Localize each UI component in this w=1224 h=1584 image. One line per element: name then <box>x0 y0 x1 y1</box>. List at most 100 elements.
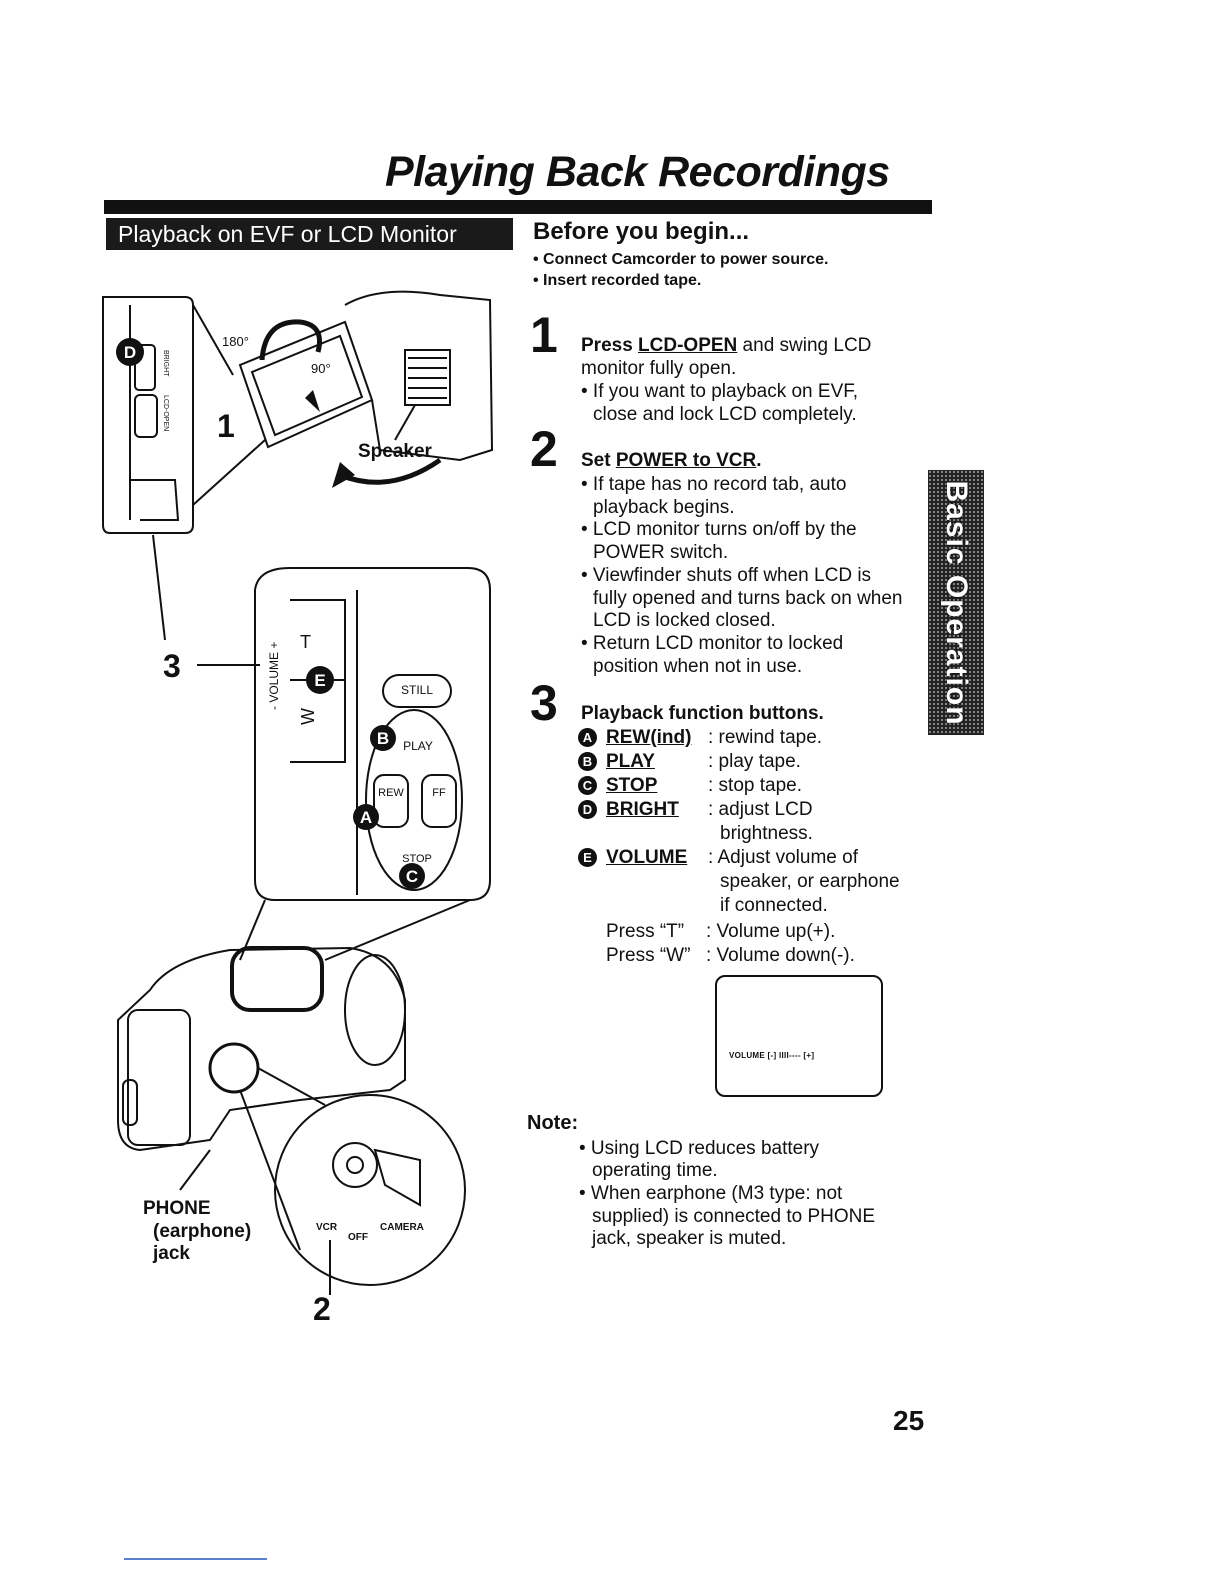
before-heading: Before you begin... <box>533 218 750 245</box>
step-heading: Playback function buttons. <box>581 703 824 724</box>
function-name: PLAY <box>606 751 655 772</box>
power-switch-highlight <box>208 1042 260 1094</box>
side-tab-label: Basic Operation <box>940 479 973 726</box>
step-number: 1 <box>530 307 558 363</box>
button-panel-inset <box>254 567 491 901</box>
still-button[interactable] <box>382 674 452 708</box>
step-text: • Return LCD monitor to locked <box>581 633 844 654</box>
function-letter: A <box>578 728 597 747</box>
camera-label: CAMERA <box>380 1222 424 1233</box>
step-text: • LCD monitor turns on/off by the <box>581 519 857 540</box>
phone-label: PHONE <box>143 1198 211 1219</box>
step-text: playback begins. <box>593 497 735 518</box>
callout-a-badge <box>353 804 379 830</box>
function-desc: if connected. <box>720 895 828 916</box>
key-name: POWER to VCR <box>615 450 757 471</box>
lcd-open-label: LCD-OPEN <box>162 395 169 431</box>
step-text: position when not in use. <box>593 656 803 677</box>
phone-label: (earphone) <box>153 1221 251 1242</box>
step-text: fully opened and turns back on when <box>593 588 903 609</box>
highlight-button-area <box>230 946 324 1012</box>
page-title: Playing Back Recordings <box>385 148 890 196</box>
rew-label: REW <box>378 787 404 799</box>
callout-c-badge <box>399 863 425 889</box>
note-text: operating time. <box>592 1160 718 1181</box>
swing-arrow-icon <box>339 457 442 485</box>
note-text: • When earphone (M3 type: not <box>579 1183 843 1204</box>
step-text: • If you want to playback on EVF, <box>581 381 859 402</box>
note-heading: Note: <box>527 1112 579 1134</box>
rew-button[interactable] <box>373 774 409 828</box>
callout-number: 1 <box>217 408 235 444</box>
key-name: LCD-OPEN <box>638 335 738 356</box>
note-text: jack, speaker is muted. <box>592 1228 787 1249</box>
speaker-grille <box>404 349 451 406</box>
power-dial[interactable] <box>332 1142 378 1188</box>
function-row: if connected. <box>578 895 918 919</box>
volume-label: - VOLUME + <box>267 642 281 710</box>
function-desc: : play tape. <box>708 751 801 772</box>
function-row: A REW(ind) : rewind tape. <box>578 727 918 751</box>
function-row: E VOLUME : Adjust volume of <box>578 847 918 871</box>
function-letter: D <box>578 800 597 819</box>
function-name: VOLUME <box>606 847 688 868</box>
function-row: B PLAY : play tape. <box>578 751 918 775</box>
ff-button[interactable] <box>421 774 457 828</box>
callout-letter: D <box>124 343 136 362</box>
volume-display-text: VOLUME [-] IIII---- [+] <box>729 1051 815 1060</box>
function-letter: B <box>578 752 597 771</box>
angle-label: 180° <box>222 334 249 349</box>
callout-letter: C <box>406 867 418 886</box>
function-desc: speaker, or earphone <box>720 871 900 892</box>
bright-label: BRIGHT <box>162 350 169 377</box>
function-name: BRIGHT <box>606 799 679 820</box>
press-desc: : Volume down(-). <box>706 945 855 966</box>
lcd-open-button <box>134 394 158 438</box>
function-row: D BRIGHT : adjust LCD <box>578 799 918 823</box>
function-row: brightness. <box>578 823 918 847</box>
power-lever[interactable] <box>373 1148 421 1207</box>
function-letter: E <box>578 848 597 867</box>
camcorder-body <box>117 946 406 1152</box>
step-text: POWER switch. <box>593 542 729 563</box>
step-text: monitor fully open. <box>581 358 737 379</box>
function-row: C STOP : stop tape. <box>578 775 918 799</box>
step-text: LCD is locked closed. <box>593 610 776 631</box>
vcr-label: VCR <box>316 1222 338 1233</box>
press-desc: : Volume up(+). <box>706 921 836 942</box>
speaker-label: Speaker <box>358 441 433 462</box>
before-bullet: • Insert recorded tape. <box>533 272 702 289</box>
rotate-arrow-icon <box>259 319 322 361</box>
function-letter: C <box>578 776 597 795</box>
side-tab: Basic Operation <box>928 470 984 735</box>
step-text: • Viewfinder shuts off when LCD is <box>581 565 872 586</box>
step-text: • If tape has no record tab, auto <box>581 474 847 495</box>
still-label: STILL <box>401 683 433 697</box>
callout-letter: B <box>377 729 389 748</box>
callout-e-badge <box>306 666 334 694</box>
function-desc: : stop tape. <box>708 775 803 796</box>
step-number: 2 <box>530 421 558 477</box>
section-banner: Playback on EVF or LCD Monitor <box>106 218 513 250</box>
function-desc: brightness. <box>720 823 813 844</box>
playback-button-cluster <box>365 709 463 891</box>
camera-body-top <box>344 290 494 462</box>
angle-label: 90° <box>311 361 331 376</box>
callout-number: 3 <box>163 648 181 684</box>
zoom-w-label: W <box>298 708 318 725</box>
camcorder-illustration: D E B A C 180° 90° Speaker 1 3 2 BRIGHT … <box>102 290 494 1327</box>
lcd-monitor <box>238 320 374 449</box>
play-label: PLAY <box>403 739 433 753</box>
callout-letter: A <box>360 808 372 827</box>
step-number: 3 <box>530 675 558 731</box>
side-panel-inset <box>102 296 194 534</box>
step-text: close and lock LCD completely. <box>593 404 857 425</box>
ff-label: FF <box>432 787 446 799</box>
press-key: Press “T” <box>606 921 685 942</box>
power-switch-inset <box>274 1094 466 1286</box>
footer-line <box>124 1558 267 1560</box>
step-heading: Press LCD-OPEN and swing LCD <box>581 335 872 356</box>
callout-number: 2 <box>313 1291 331 1327</box>
volume-display-screen: VOLUME [-] IIII---- [+] <box>715 975 883 1097</box>
callout-b-badge <box>370 725 396 751</box>
